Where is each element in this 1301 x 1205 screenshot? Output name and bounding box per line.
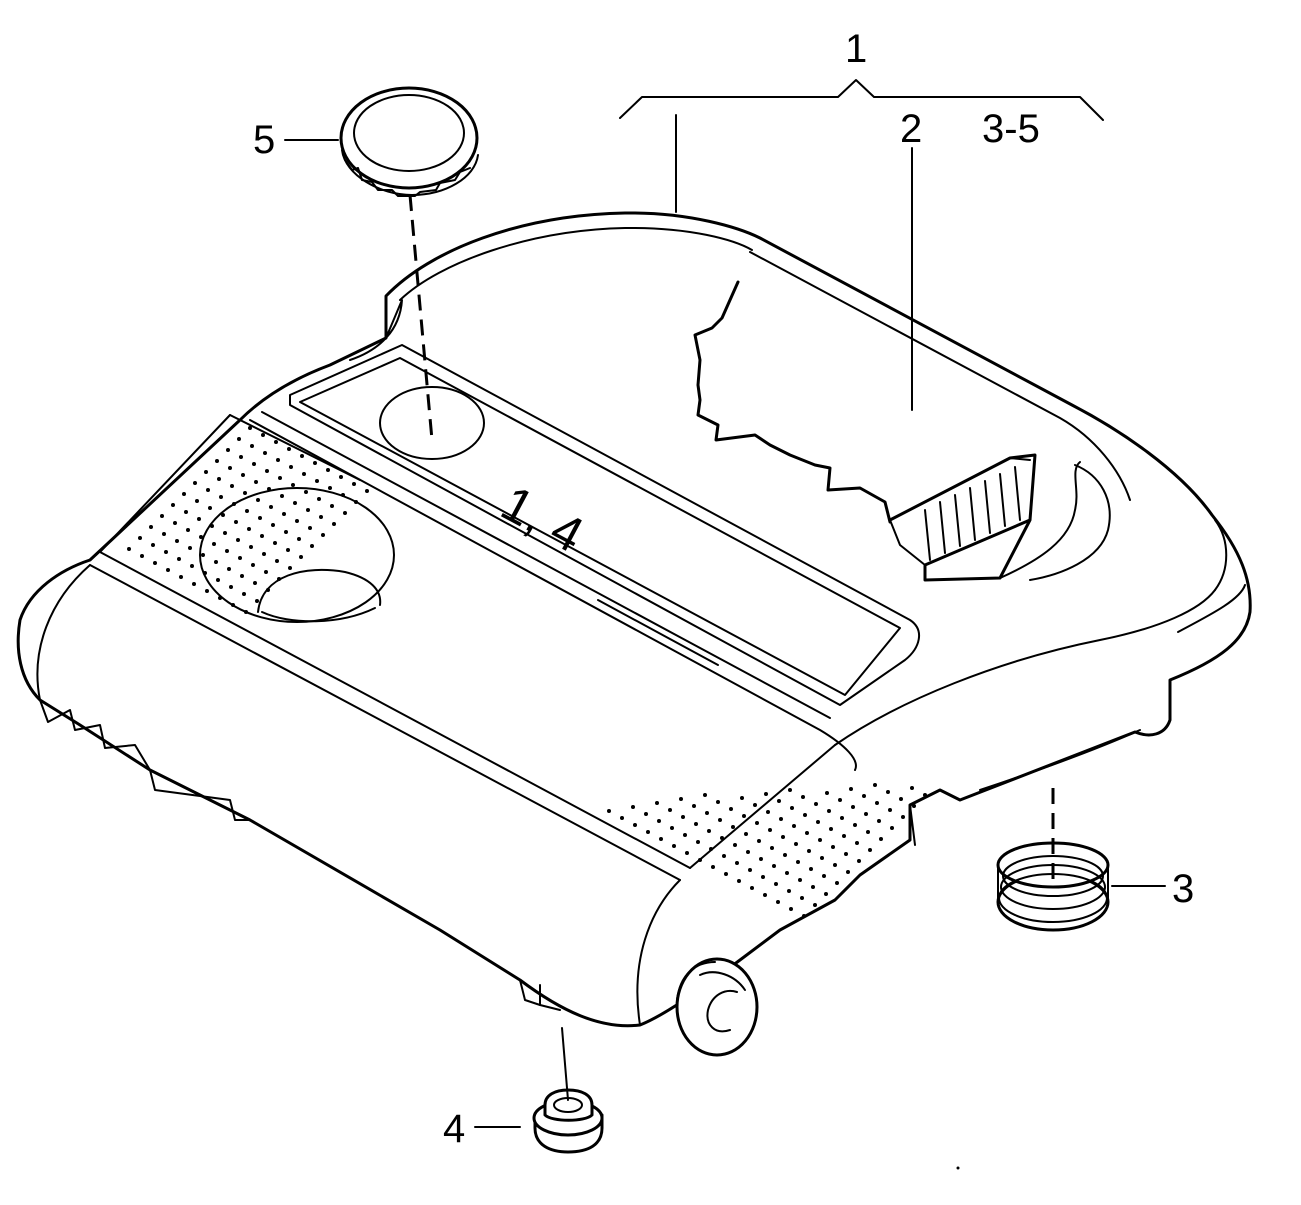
texture-right	[607, 783, 927, 918]
callout-3-5: 3-5	[982, 107, 1040, 151]
part-4-grommet	[474, 1027, 604, 1154]
callout-1: 1	[845, 27, 867, 71]
part-5-cap	[284, 86, 479, 441]
texture-left	[127, 426, 369, 614]
callout-3: 3	[1172, 867, 1194, 911]
engine-cover	[16, 211, 1252, 1057]
part-3-ring	[996, 788, 1166, 932]
callout-5: 5	[253, 118, 275, 162]
callout-bracket-1	[619, 79, 1104, 411]
callout-4: 4	[443, 1107, 465, 1151]
callout-2: 2	[900, 107, 922, 151]
bushing-front	[675, 957, 759, 1057]
foam-ribs	[924, 466, 1021, 561]
